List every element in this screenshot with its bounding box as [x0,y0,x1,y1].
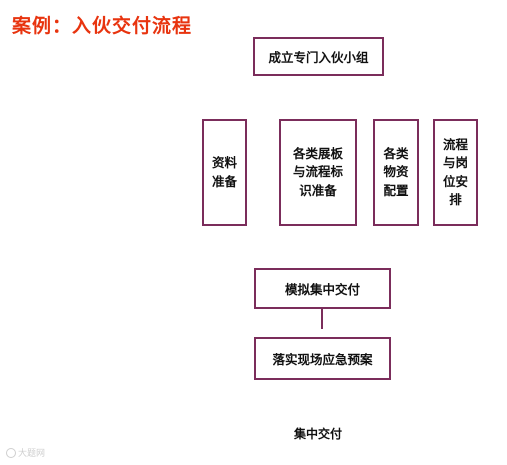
boards-line-1: 各类展板 [292,146,343,162]
materials-line-2: 准备 [211,173,237,189]
materials-box: 资料 准备 [202,119,247,226]
emergency-plan-box: 落实现场应急预案 [254,337,391,380]
emergency-plan-label: 落实现场应急预案 [272,352,373,367]
process-line-4: 排 [449,191,462,207]
page-title: 案例：入伙交付流程 [12,15,193,37]
boards-line-2: 与流程标 [292,164,343,180]
process-line-3: 位安 [442,173,468,189]
supplies-line-1: 各类 [383,146,409,162]
watermark-text: 大题网 [18,449,46,459]
setup-team-label: 成立专门入伙小组 [268,50,369,65]
connector-line [321,309,323,329]
mock-delivery-box: 模拟集中交付 [254,268,391,309]
watermark: 大题网 [6,446,45,459]
process-line-2: 与岗 [442,155,468,171]
watermark-logo-icon [6,447,16,458]
boards-line-3: 识准备 [299,182,337,198]
process-post-box: 流程 与岗 位安 排 [433,119,478,226]
setup-team-box: 成立专门入伙小组 [253,37,384,76]
process-line-1: 流程 [442,137,468,153]
supplies-box: 各类 物资 配置 [373,119,419,226]
final-delivery-label: 集中交付 [294,427,343,441]
supplies-line-3: 配置 [383,182,409,198]
mock-delivery-label: 模拟集中交付 [284,282,360,297]
supplies-line-2: 物资 [383,164,409,180]
boards-signage-box: 各类展板 与流程标 识准备 [279,119,357,226]
materials-line-1: 资料 [211,155,237,171]
